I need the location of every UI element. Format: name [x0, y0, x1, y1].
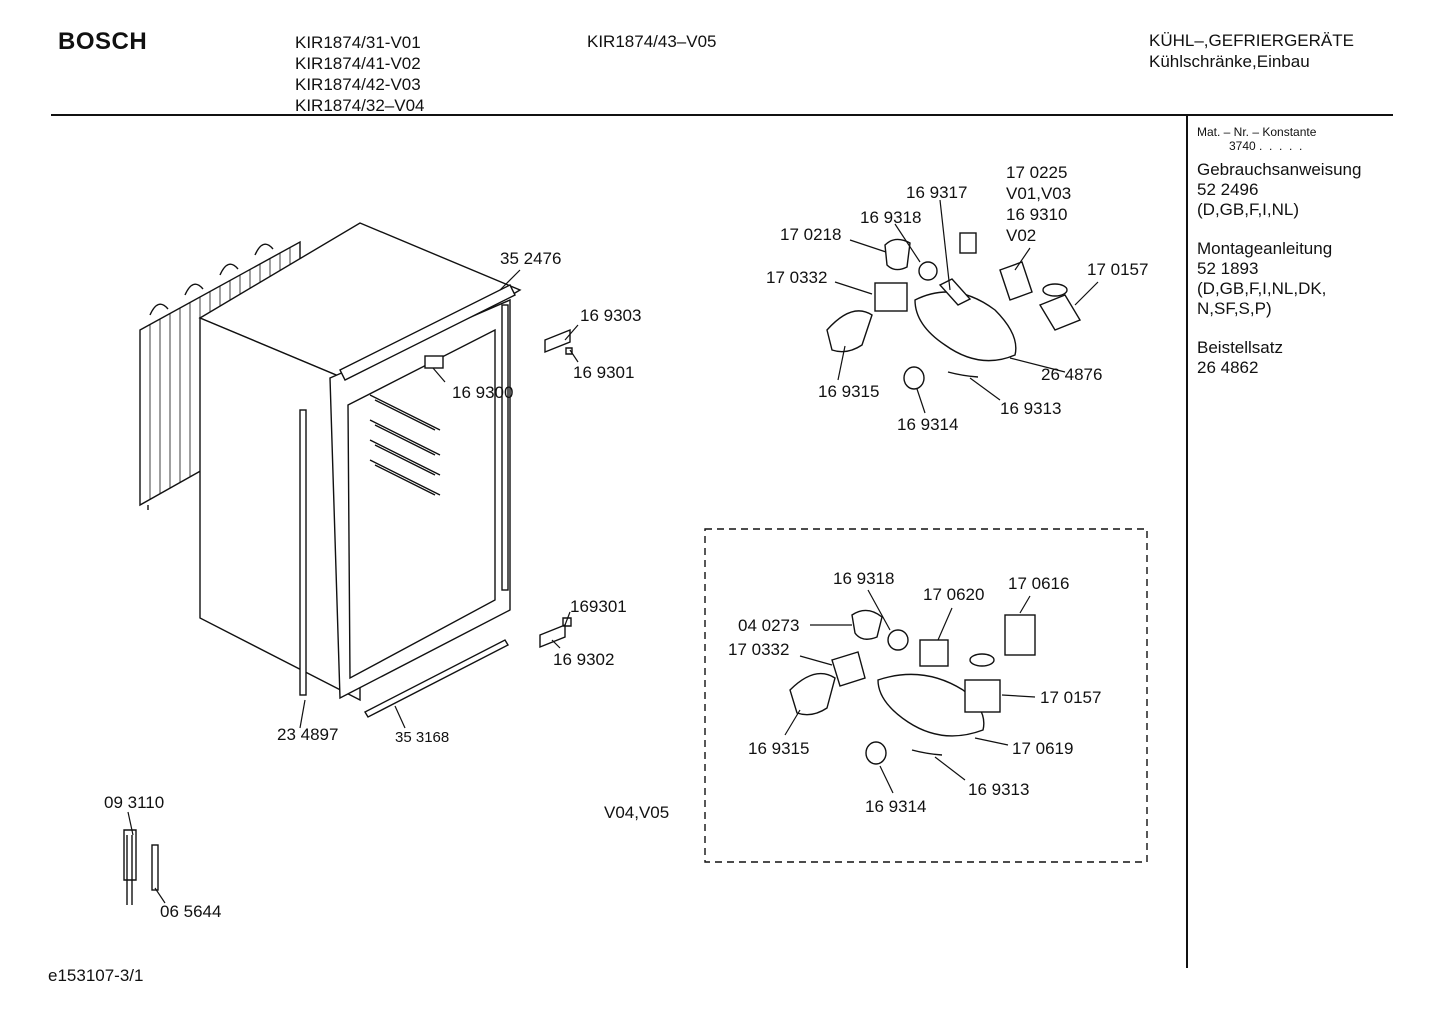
part-label: 17 0620 [923, 585, 985, 604]
part-label: 16 9300 [452, 383, 514, 402]
part-label: 35 2476 [500, 249, 562, 268]
model-number: KIR1874/31-V01 [295, 33, 421, 52]
part-label: 35 3168 [395, 729, 450, 746]
part-label: 17 0332 [766, 268, 828, 287]
part-label: 169301 [570, 597, 627, 616]
part-label: 04 0273 [738, 616, 800, 635]
category: KÜHL–,GEFRIERGERÄTE Kühlschränke,Einbau [1149, 30, 1354, 72]
lower-lamp-assembly [789, 609, 1036, 765]
sleeve-part [151, 844, 159, 891]
doc-title: Beistellsatz [1197, 338, 1283, 357]
part-label: 16 9303 [580, 306, 642, 325]
cabinet [198, 222, 522, 702]
doc-title: Montageanleitung [1197, 239, 1333, 258]
doc-number: 26 4862 [1197, 358, 1259, 377]
model-number: KIR1874/32–V04 [295, 96, 425, 115]
category-line: KÜHL–,GEFRIERGERÄTE [1149, 31, 1354, 50]
part-label: 17 0157 [1087, 260, 1149, 279]
variant-label: V02 [1006, 226, 1037, 245]
part-label: 23 4897 [277, 725, 339, 744]
part-label: 16 9313 [968, 780, 1030, 799]
part-label: 16 9302 [553, 650, 615, 669]
dotted-fill: . . . . . [1259, 139, 1303, 153]
drawing-reference: e153107-3/1 [48, 966, 144, 985]
doc-languages: (D,GB,F,I,NL,DK, [1197, 279, 1327, 298]
part-label: 16 9314 [865, 797, 927, 816]
doc-title: Gebrauchsanweisung [1197, 160, 1362, 179]
part-label: 16 9315 [818, 382, 880, 401]
category-line: Kühlschränke,Einbau [1149, 52, 1310, 71]
switch-part [424, 355, 444, 369]
part-label: 16 9317 [906, 183, 968, 202]
part-label: 17 0332 [728, 640, 790, 659]
leader-lines [127, 199, 1099, 904]
model-number: KIR1874/42-V03 [295, 75, 421, 94]
part-label: 16 9314 [897, 415, 959, 434]
mat-label: Mat. – Nr. – Konstante [1197, 125, 1317, 139]
upper-lamp-assembly [826, 232, 1082, 390]
strip-bottom [364, 639, 509, 718]
doc-montage: Montageanleitung 52 1893 (D,GB,F,I,NL,DK… [1197, 239, 1361, 319]
part-label: 16 9318 [860, 208, 922, 227]
doc-number: 52 2496 [1197, 180, 1259, 199]
variant-label: V04,V05 [604, 803, 670, 822]
part-label: 17 0616 [1008, 574, 1070, 593]
part-label: 17 0157 [1040, 688, 1102, 707]
mat-value: 3740 . . . . . [1197, 139, 1361, 154]
part-label: 06 5644 [160, 902, 222, 921]
part-label: 17 0619 [1012, 739, 1074, 758]
variant-box [704, 528, 1148, 863]
doc-number: 52 1893 [1197, 259, 1259, 278]
part-label: 17 0218 [780, 225, 842, 244]
sidebar: Mat. – Nr. – Konstante 3740 . . . . . Ge… [1197, 125, 1361, 378]
mat-number: 3740 [1229, 139, 1256, 153]
part-label: 16 9318 [833, 569, 895, 588]
variant-label: V01,V03 [1006, 184, 1072, 203]
model-list: KIR1874/31-V01 KIR1874/41-V02 KIR1874/42… [295, 32, 425, 116]
doc-beistell: Beistellsatz 26 4862 [1197, 338, 1361, 378]
part-label: 16 9310 [1006, 205, 1068, 224]
bracket-upper [544, 328, 573, 355]
brand-logo: BOSCH [58, 28, 148, 55]
sensor-part [123, 829, 137, 905]
sidebar-divider [1186, 116, 1188, 968]
part-label: 09 3110 [104, 793, 165, 812]
doc-gebrauch: Gebrauchsanweisung 52 2496 (D,GB,F,I,NL) [1197, 160, 1361, 220]
part-label: 16 9313 [1000, 399, 1062, 418]
doc-languages: N,SF,S,P) [1197, 299, 1272, 318]
part-label: 16 9301 [573, 363, 635, 382]
model-number-extra: KIR1874/43–V05 [587, 32, 717, 51]
part-label: 17 0225 [1006, 163, 1068, 182]
part-label: 16 9315 [748, 739, 810, 758]
header-divider [51, 114, 1393, 116]
model-number: KIR1874/41-V02 [295, 54, 421, 73]
part-label: 26 4876 [1041, 365, 1103, 384]
doc-languages: (D,GB,F,I,NL) [1197, 200, 1300, 219]
